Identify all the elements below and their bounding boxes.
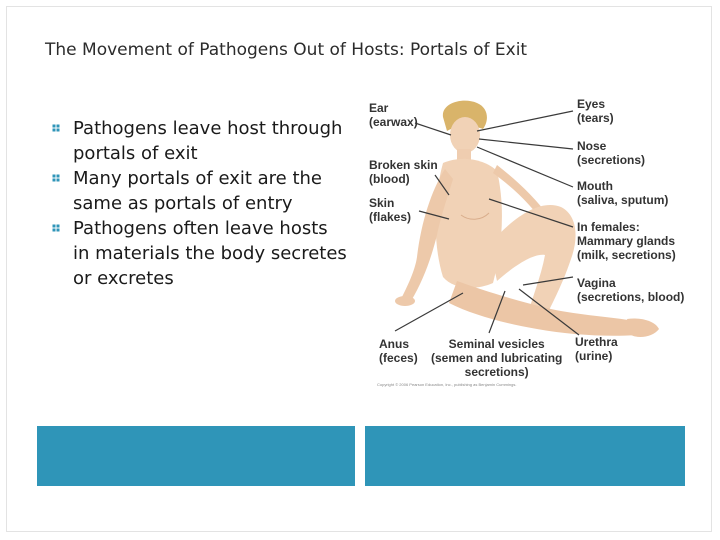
bullet-text: Pathogens leave host through portals of … (73, 118, 343, 164)
label-mouth: Mouth (saliva, sputum) (577, 179, 669, 207)
bullet-item: Many portals of exit are the same as por… (52, 166, 348, 216)
square-bullet-icon (52, 124, 60, 132)
label-anus: Anus (feces) (379, 337, 418, 365)
portals-of-exit-figure: Ear (earwax) Broken skin (blood) Skin (f… (365, 95, 685, 395)
square-bullet-icon (52, 174, 60, 182)
bullet-text: Many portals of exit are the same as por… (73, 168, 323, 214)
footer-panel-right (365, 426, 685, 486)
label-nose: Nose (secretions) (577, 139, 646, 167)
label-broken-skin: Broken skin (blood) (369, 158, 438, 186)
label-vagina: Vagina (secretions, blood) (577, 276, 685, 304)
slide-frame (6, 6, 712, 532)
label-skin: Skin (flakes) (369, 196, 412, 224)
bullet-item: Pathogens leave host through portals of … (52, 116, 348, 166)
label-eyes: Eyes (tears) (577, 97, 614, 125)
human-figure-illustration (394, 100, 659, 337)
footer-panel-left (37, 426, 355, 486)
bullet-text: Pathogens often leave hosts in materials… (73, 218, 347, 289)
label-urethra: Urethra (urine) (575, 335, 618, 363)
figure-copyright: Copyright © 2006 Pearson Education, Inc.… (377, 382, 517, 387)
label-seminal-vesicles: Seminal vesicles (semen and lubricating … (431, 337, 563, 379)
label-ear: Ear (earwax) (369, 101, 418, 129)
slide-title: The Movement of Pathogens Out of Hosts: … (45, 40, 528, 60)
label-mammary-glands: In females: Mammary glands (milk, secret… (577, 220, 676, 262)
square-bullet-icon (52, 224, 60, 232)
bullet-list: Pathogens leave host through portals of … (52, 116, 348, 291)
bullet-item: Pathogens often leave hosts in materials… (52, 216, 348, 291)
